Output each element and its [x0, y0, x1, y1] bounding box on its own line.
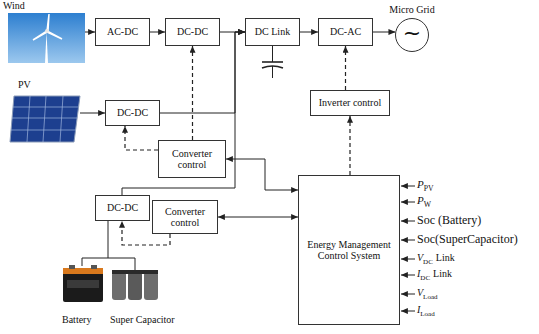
- signal-input: VDCLink: [417, 252, 455, 267]
- inverter-box: DC-AC: [318, 18, 373, 46]
- signal-name: Soc(SuperCapacitor): [417, 232, 518, 246]
- storage-label: Super Capacitor: [110, 314, 175, 325]
- storage-wiring: [82, 221, 135, 270]
- box-label: DC-DC: [117, 107, 148, 119]
- sky: [8, 13, 85, 63]
- signal-subscript: W: [424, 200, 431, 209]
- panel-grid: [11, 96, 78, 142]
- signal-suffix: Link: [433, 268, 452, 279]
- converter-box: DC-DC: [105, 100, 160, 126]
- signal-input: VLoad: [417, 287, 438, 302]
- control-signal: [345, 46, 346, 90]
- pv-panel: [10, 96, 80, 142]
- signal-symbol: P: [417, 178, 424, 190]
- control-box: Inverter control: [310, 90, 390, 116]
- power-line: [218, 217, 298, 218]
- box-label: Converter control: [156, 206, 214, 229]
- box-label: Converter control: [162, 148, 222, 171]
- control-signal: [125, 126, 158, 150]
- power-line: [150, 32, 165, 33]
- control-signal: [349, 116, 350, 175]
- tower: [45, 32, 48, 63]
- signal-input: ILoad: [417, 304, 435, 319]
- power-line: [226, 159, 298, 190]
- signal-name: Soc (Battery): [417, 213, 481, 227]
- signal-input: PPV: [417, 178, 434, 194]
- hub: [45, 29, 49, 33]
- ems-box: Energy Management Control System: [298, 175, 400, 325]
- signal-symbol: I: [417, 304, 420, 315]
- grid-circle: Micro Grid~: [395, 18, 429, 52]
- box-label: DC-AC: [330, 26, 361, 38]
- control-box: Converter control: [152, 200, 218, 234]
- signal-suffix: Link: [436, 252, 455, 263]
- signal-subscript: Load: [420, 310, 434, 318]
- wire: [85, 32, 95, 33]
- box-label: DC-DC: [107, 202, 138, 214]
- signal-symbol: I: [417, 268, 420, 279]
- signal-symbol: V: [417, 287, 423, 298]
- signal-input: IDCLink: [417, 268, 452, 283]
- signal-subscript: DC: [423, 258, 433, 266]
- box-label: AC-DC: [107, 26, 138, 38]
- wind-turbine: [8, 13, 85, 63]
- control-box: Converter control: [158, 140, 226, 178]
- signal-input: Soc (Battery): [417, 214, 481, 227]
- blades: [33, 14, 62, 40]
- power-line: [373, 32, 395, 33]
- box-label: DC Link: [255, 26, 290, 38]
- wire: [80, 113, 105, 114]
- panel: [10, 96, 80, 142]
- dc-link-box: DC Link: [245, 18, 300, 46]
- converter-box: DC-DC: [95, 195, 150, 221]
- signal-input: Soc(SuperCapacitor): [417, 233, 518, 246]
- converter-box: AC-DC: [95, 18, 150, 46]
- node-heading: Micro Grid: [389, 4, 434, 16]
- converter-box: DC-DC: [165, 18, 220, 46]
- dc-link-capacitor: [262, 46, 283, 78]
- signal-subscript: DC: [420, 274, 430, 282]
- signal-subscript: PV: [424, 184, 434, 193]
- source-label: PV: [18, 79, 31, 90]
- signal-symbol: P: [417, 194, 424, 206]
- storage-label: Battery: [62, 314, 91, 325]
- box-label: DC-DC: [177, 26, 208, 38]
- source-label: Wind: [3, 0, 25, 11]
- signal-subscript: Load: [423, 293, 437, 301]
- signal-symbol: V: [417, 252, 423, 263]
- box-label: Energy Management Control System: [302, 239, 396, 262]
- ac-symbol: ~: [403, 22, 421, 44]
- signal-input: PW: [417, 194, 431, 210]
- control-signal: [192, 46, 193, 140]
- signal-arrows: [401, 186, 415, 311]
- box-label: Inverter control: [319, 97, 381, 109]
- supercapacitor-icon: [112, 270, 158, 300]
- power-line: [300, 32, 318, 33]
- battery-icon: [63, 265, 103, 302]
